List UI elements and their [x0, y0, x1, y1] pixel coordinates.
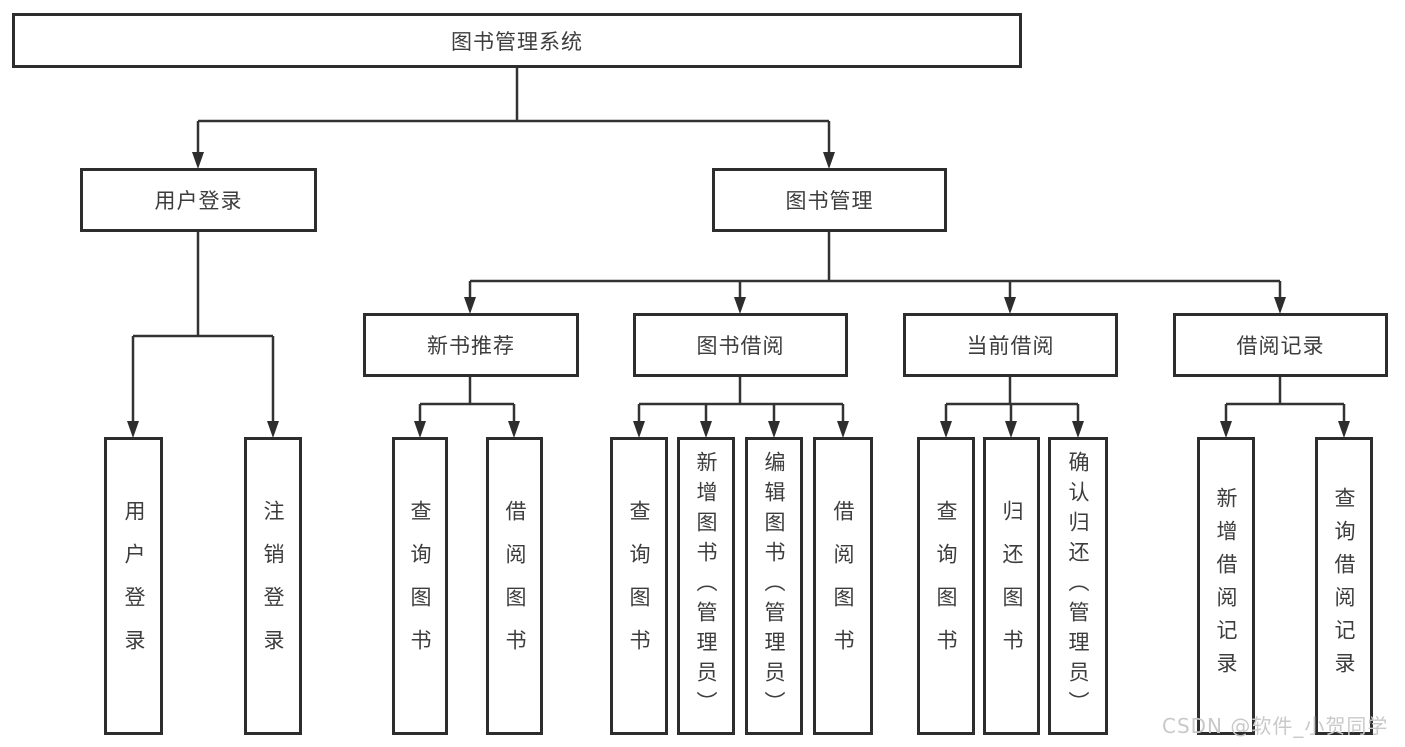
- leaf-add-borrow-record: 新增借阅记录: [1197, 437, 1255, 735]
- leaf-user-login: 用户登录: [104, 437, 163, 735]
- node-user-login: 用户登录: [80, 168, 317, 232]
- arrowheads: [127, 152, 1350, 438]
- leaf-query-books-recommend: 查询图书: [392, 437, 448, 735]
- node-borrow-records: 借阅记录: [1173, 313, 1388, 377]
- leaf-query-borrow-record: 查询借阅记录: [1315, 437, 1373, 735]
- node-current-borrowing: 当前借阅: [903, 313, 1118, 377]
- leaf-add-books-admin: 新增图书（管理员）: [677, 437, 735, 735]
- csdn-watermark: CSDN @软件_小贺同学: [1162, 714, 1389, 738]
- leaf-borrow-books-recommend: 借阅图书: [486, 437, 543, 735]
- leaf-logout: 注销登录: [244, 437, 302, 735]
- node-library-system: 图书管理系统: [12, 13, 1022, 68]
- leaf-borrow-books-borrowing: 借阅图书: [813, 437, 873, 735]
- leaf-confirm-return-admin: 确认归还（管理员）: [1048, 437, 1108, 735]
- node-book-borrowing: 图书借阅: [633, 313, 848, 377]
- node-new-book-recommend: 新书推荐: [363, 313, 579, 377]
- leaf-return-books: 归还图书: [983, 437, 1040, 735]
- node-book-management: 图书管理: [712, 168, 947, 232]
- leaf-query-books-current: 查询图书: [917, 437, 975, 735]
- leaf-edit-books-admin: 编辑图书（管理员）: [745, 437, 803, 735]
- leaf-query-books-borrowing: 查询图书: [610, 437, 668, 735]
